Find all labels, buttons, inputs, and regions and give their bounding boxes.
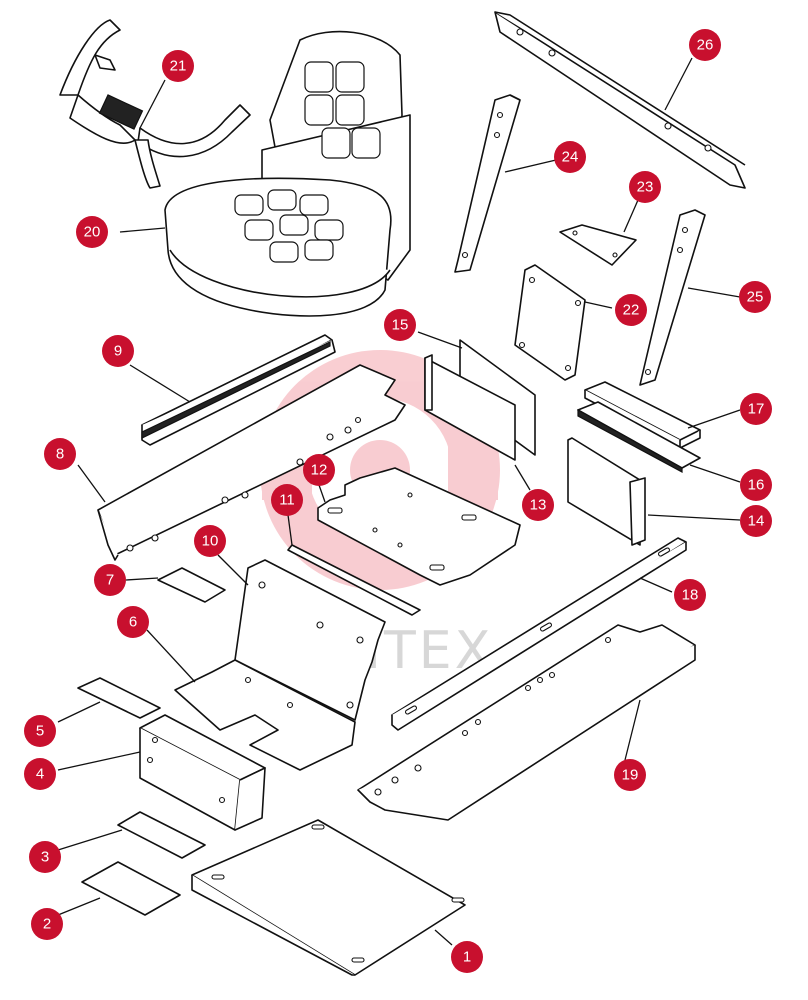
part-14-panel bbox=[567, 437, 646, 546]
part-7-pad bbox=[157, 567, 226, 603]
callout-4: 4 bbox=[24, 758, 56, 790]
svg-text:22: 22 bbox=[623, 302, 640, 319]
svg-text:20: 20 bbox=[84, 224, 101, 241]
svg-text:5: 5 bbox=[36, 723, 44, 740]
svg-text:15: 15 bbox=[392, 317, 409, 334]
part-16-pad bbox=[577, 401, 701, 474]
svg-text:24: 24 bbox=[562, 149, 579, 166]
part-23-plate bbox=[559, 224, 637, 266]
part-10-panel bbox=[234, 559, 386, 721]
part-26-bar bbox=[494, 11, 746, 189]
callout-9: 9 bbox=[102, 335, 134, 367]
callout-13: 13 bbox=[522, 489, 554, 521]
callout-5: 5 bbox=[24, 715, 56, 747]
part-6-floor bbox=[174, 659, 356, 771]
part-1-base bbox=[191, 819, 466, 976]
svg-text:19: 19 bbox=[622, 767, 639, 784]
callout-22: 22 bbox=[615, 294, 647, 326]
svg-text:1: 1 bbox=[463, 949, 471, 966]
svg-text:13: 13 bbox=[530, 497, 547, 514]
svg-text:12: 12 bbox=[311, 462, 328, 479]
callout-21: 21 bbox=[162, 50, 194, 82]
svg-text:2: 2 bbox=[43, 916, 51, 933]
svg-text:26: 26 bbox=[697, 37, 714, 54]
callout-26: 26 bbox=[689, 29, 721, 61]
part-11-strip bbox=[287, 544, 421, 616]
callout-17: 17 bbox=[740, 393, 772, 425]
part-2-pad bbox=[81, 861, 181, 916]
callout-18: 18 bbox=[674, 579, 706, 611]
svg-text:4: 4 bbox=[36, 766, 44, 783]
part-3-pad bbox=[117, 811, 206, 859]
callout-8: 8 bbox=[44, 438, 76, 470]
part-12-floor-plate bbox=[317, 467, 521, 586]
seat bbox=[164, 30, 411, 317]
callout-14: 14 bbox=[740, 505, 772, 537]
svg-text:17: 17 bbox=[748, 401, 765, 418]
part-9-channel bbox=[141, 334, 336, 446]
callout-12: 12 bbox=[303, 454, 335, 486]
callout-11: 11 bbox=[271, 484, 303, 516]
part-15-pad bbox=[424, 339, 536, 461]
callout-20: 20 bbox=[76, 216, 108, 248]
callout-3: 3 bbox=[29, 841, 61, 873]
part-22-plate bbox=[514, 264, 586, 381]
part-8-panel bbox=[97, 364, 406, 561]
callout-23: 23 bbox=[629, 171, 661, 203]
part-25-bracket bbox=[639, 209, 706, 386]
svg-text:18: 18 bbox=[682, 587, 699, 604]
seat-belt bbox=[59, 19, 251, 189]
callout-7: 7 bbox=[94, 564, 126, 596]
callout-15: 15 bbox=[384, 309, 416, 341]
svg-text:6: 6 bbox=[129, 614, 137, 631]
svg-text:25: 25 bbox=[747, 289, 764, 306]
svg-text:11: 11 bbox=[279, 492, 295, 509]
part-5-pad bbox=[77, 677, 161, 719]
callout-6: 6 bbox=[117, 606, 149, 638]
callout-19: 19 bbox=[614, 759, 646, 791]
svg-text:16: 16 bbox=[748, 477, 765, 494]
svg-text:8: 8 bbox=[56, 446, 64, 463]
callout-25: 25 bbox=[739, 281, 771, 313]
part-4-bracket bbox=[139, 714, 266, 831]
callout-10: 10 bbox=[194, 525, 226, 557]
callout-24: 24 bbox=[554, 141, 586, 173]
svg-text:14: 14 bbox=[748, 513, 765, 530]
svg-text:23: 23 bbox=[637, 179, 654, 196]
callout-1: 1 bbox=[451, 941, 483, 973]
svg-text:3: 3 bbox=[41, 849, 49, 866]
callouts: 1 2 3 4 5 6 7 8 9 10 11 12 13 14 15 16 1… bbox=[24, 29, 772, 973]
svg-text:21: 21 bbox=[170, 58, 187, 75]
part-19-panel bbox=[357, 624, 696, 821]
part-18-channel bbox=[391, 537, 687, 731]
callout-2: 2 bbox=[31, 908, 63, 940]
svg-text:7: 7 bbox=[106, 572, 114, 589]
svg-text:10: 10 bbox=[202, 533, 219, 550]
leader-lines bbox=[57, 57, 741, 946]
part-24-bracket bbox=[454, 94, 521, 273]
callout-16: 16 bbox=[740, 469, 772, 501]
svg-text:9: 9 bbox=[114, 343, 122, 360]
